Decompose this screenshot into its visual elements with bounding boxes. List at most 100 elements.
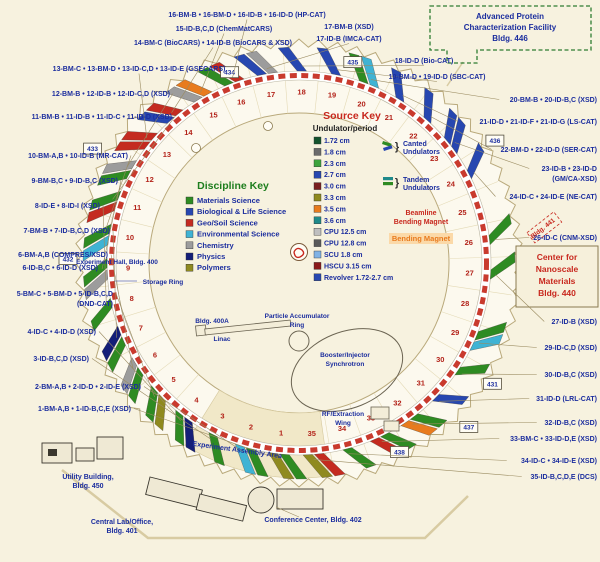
- storage-ring-dashed: [109, 73, 489, 453]
- hall-sector-divider: [365, 70, 396, 129]
- conference-center-leader: [275, 506, 300, 518]
- sector-number: 20: [357, 99, 365, 108]
- building-label: Bldg. 400A: [195, 318, 229, 325]
- beamline-wedge-sector-24: [467, 142, 485, 180]
- sector-number: 8: [130, 294, 134, 303]
- hall-sector-divider: [448, 256, 514, 259]
- lom-number: 431: [487, 381, 498, 388]
- discipline-key-item: Materials Science: [197, 196, 260, 205]
- sector-number: 13: [163, 150, 171, 159]
- leader-line: [495, 274, 545, 322]
- beamline-label-sector-34: 34-ID-C • 34-ID-E (XSD): [521, 458, 597, 465]
- discipline-key-item: Environmental Science: [197, 230, 280, 239]
- lom-number: 437: [463, 424, 474, 431]
- discipline-swatch: [185, 241, 194, 250]
- beamline-wedge-sector-18: [277, 47, 307, 72]
- building-label: Advanced Protein: [476, 12, 544, 21]
- sector-number: 27: [466, 269, 474, 278]
- lom-building-434: [220, 66, 240, 79]
- utility-bldg-450-detail: [48, 449, 57, 456]
- discipline-swatch: [185, 252, 194, 261]
- sector-number: 30: [436, 355, 444, 364]
- particle-accumulator-ring-outline: [288, 330, 310, 352]
- discipline-swatch: [185, 264, 194, 272]
- hall-sector-divider: [388, 90, 429, 144]
- beamline-wedge-sector-29: [474, 321, 507, 341]
- beamline-wedge-sector-7: [107, 336, 126, 373]
- beamline-wedge-sector-9: [84, 269, 108, 301]
- center-spiral-icon: [293, 247, 305, 259]
- sector-number: 16: [237, 98, 245, 107]
- leader-line: [454, 142, 530, 169]
- source-key-extra: Undulators: [403, 185, 440, 192]
- source-swatch: [313, 205, 322, 213]
- source-swatch: [313, 216, 322, 225]
- source-key-item: 3.0 cm: [324, 184, 346, 191]
- utility-bldg-450-outline: [96, 436, 124, 460]
- building-label: Central Lab/Office,: [91, 519, 153, 526]
- lom-number: 435: [347, 60, 358, 67]
- central-lab-bldg-401-outline: [145, 476, 203, 509]
- sector-number: 4: [194, 395, 199, 404]
- beamline-wedge-sector-19: [316, 47, 341, 76]
- leader-line: [102, 205, 107, 305]
- lom-number: 436: [489, 138, 500, 145]
- bracket-icon: }: [395, 141, 400, 153]
- source-swatch: [313, 136, 322, 145]
- leader-line: [478, 342, 537, 348]
- leader-line: [112, 116, 176, 200]
- hall-sector-divider: [445, 218, 510, 233]
- beamline-wedge-sector-9: [83, 258, 108, 288]
- sector-number: 23: [430, 154, 438, 163]
- sector-number: 11: [133, 203, 141, 212]
- beamline-label-sector-22: 22-BM-D • 22-ID-D (SER-CAT): [501, 147, 597, 154]
- bending-magnet-highlight: [389, 233, 453, 244]
- lom-building-435: [343, 56, 363, 68]
- sector-number: 9: [126, 264, 130, 273]
- source-swatch: [313, 227, 322, 236]
- leader-line: [266, 43, 350, 69]
- sector-number: 15: [209, 110, 217, 119]
- legends-layer: Discipline Key Source Key Undulator/peri…: [185, 110, 453, 282]
- beamline-wedge-sector-2: [245, 447, 269, 477]
- beamline-wedge-sector-15: [175, 79, 213, 97]
- source-key-item: CPU 12.5 cm: [324, 229, 366, 236]
- sector-number: 14: [184, 128, 193, 137]
- beamline-wedge-sector-23: [444, 107, 458, 146]
- building-label: Storage Ring: [143, 279, 183, 286]
- building-label: Experiment Hall, Bldg. 400: [76, 259, 158, 266]
- hall-sector-divider: [437, 181, 499, 207]
- discipline-key-title: Discipline Key: [197, 180, 269, 192]
- lom-building-438: [390, 446, 409, 458]
- discipline-key-item: Chemistry: [197, 241, 235, 250]
- beamline-label-sector-21: 21-ID-D • 21-ID-F • 21-ID-G (LS-CAT): [479, 119, 597, 126]
- sector-number: 17: [267, 90, 275, 99]
- beamline-bending-magnet-label: Beamline: [405, 210, 436, 217]
- beamline-label-sector-16: 16-BM-B • 16-BM-D • 16-ID-B • 16-ID-D (H…: [168, 12, 325, 19]
- beamline-label-sector-17: 17-ID-B (IMCA-CAT): [316, 36, 381, 43]
- leader-line: [301, 65, 425, 67]
- leader-line: [439, 398, 530, 402]
- beamline-label-sector-20: 20-BM-B • 20-ID-B,C (XSD): [510, 97, 597, 104]
- building-label: Utility Building,: [62, 474, 113, 481]
- leader-line: [370, 79, 500, 100]
- leader-line: [171, 47, 214, 113]
- beamline-wedge-sector-26: [488, 213, 512, 246]
- leader-line: [473, 172, 496, 197]
- beamline-wedge-sector-7: [101, 325, 122, 362]
- infield-layer: [114, 121, 404, 432]
- building-label: Synchrotron: [326, 361, 365, 368]
- beamline-wedge-sector-12: [97, 170, 132, 186]
- beamline-label-sector-35: 35-ID-B,C,D,E (DCS): [530, 474, 597, 481]
- beamline-label-sector-8: 8-ID-E • 8-ID-I (XSD): [35, 203, 100, 210]
- leader-line: [138, 73, 148, 138]
- leader-line: [313, 459, 522, 477]
- sector-number: 18: [297, 88, 305, 97]
- lom-building-432: [58, 253, 78, 265]
- beamline-bending-magnet-label: Bending Magnet: [394, 219, 449, 226]
- sector-number: 3: [220, 411, 224, 420]
- beamline-wedge-sector-14: [145, 102, 184, 117]
- hall-sector-divider: [349, 404, 372, 466]
